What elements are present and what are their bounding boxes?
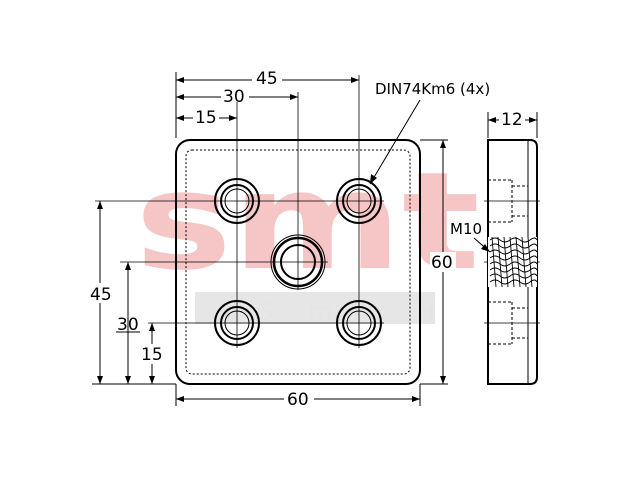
bolt-note: DIN74Km6 (4x) xyxy=(375,80,490,98)
thread-callout xyxy=(473,237,491,253)
dim-left-small: 15 xyxy=(141,345,163,365)
dim-right-height: 60 xyxy=(431,253,453,273)
dim-top-small: 15 xyxy=(195,108,217,128)
dim-bottom-width: 60 xyxy=(287,390,309,410)
dim-top-middle: 30 xyxy=(223,87,245,107)
dim-left-overall: 45 xyxy=(90,285,112,305)
center-lines xyxy=(95,75,384,348)
dim-top-overall: 45 xyxy=(256,69,278,89)
side-view xyxy=(484,139,540,385)
watermark-brand: smt xyxy=(135,143,480,300)
watermark: smt G m b H xyxy=(135,143,480,326)
side-view-outline xyxy=(487,139,538,385)
thread-note: M10 xyxy=(450,220,482,238)
thread-section xyxy=(488,236,538,288)
dim-left-middle: 30 xyxy=(117,315,139,335)
dim-side-thickness: 12 xyxy=(501,110,523,130)
front-view xyxy=(95,75,421,385)
bolt-callout xyxy=(369,99,421,185)
